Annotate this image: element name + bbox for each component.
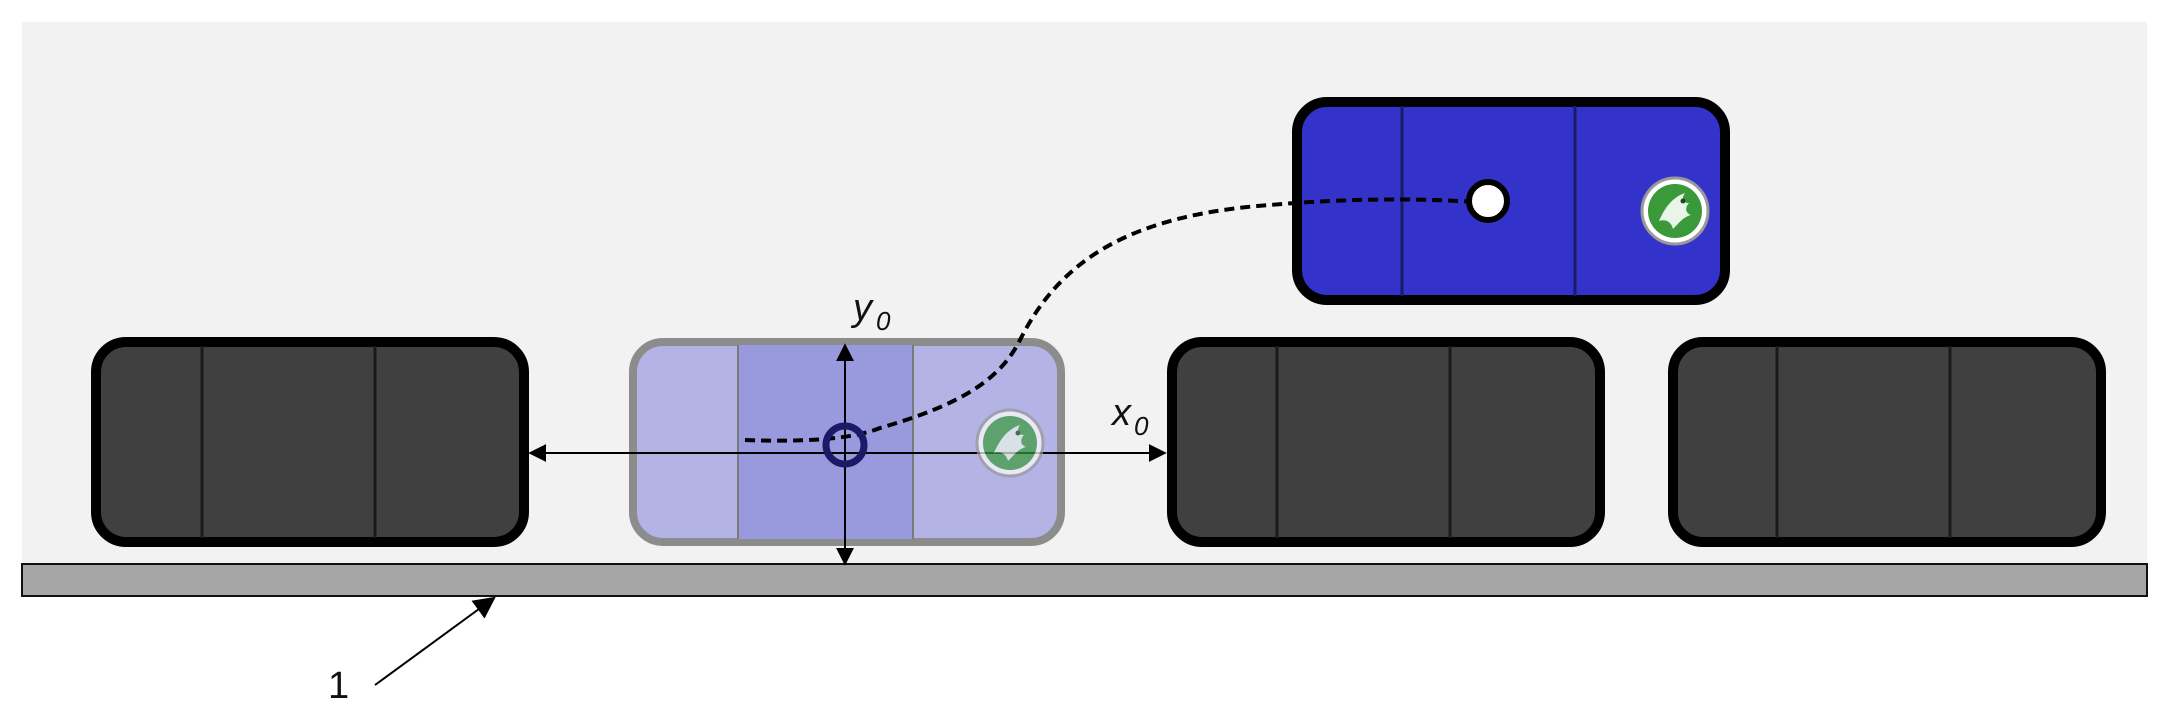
parked-car-right [1668,337,2106,547]
trajectory-path [744,197,1489,443]
origin-marker [822,422,868,468]
reference-label-1: 1 [328,665,349,707]
moving-car-center-marker [1466,179,1510,223]
svg-text:x: x [1110,392,1133,434]
x0-label: x 0 [1110,392,1149,441]
parked-car-middle [1167,337,1605,547]
svg-text:y: y [850,287,874,329]
ground-curb [21,563,2148,597]
y0-label: y 0 [850,287,891,336]
dragon-logo-icon-ghost [975,408,1045,478]
svg-text:0: 0 [876,306,891,336]
svg-text:0: 0 [1134,411,1149,441]
dragon-logo-icon [1640,176,1710,246]
reference-leader-arrow [374,596,496,686]
parked-car-left [91,337,529,547]
